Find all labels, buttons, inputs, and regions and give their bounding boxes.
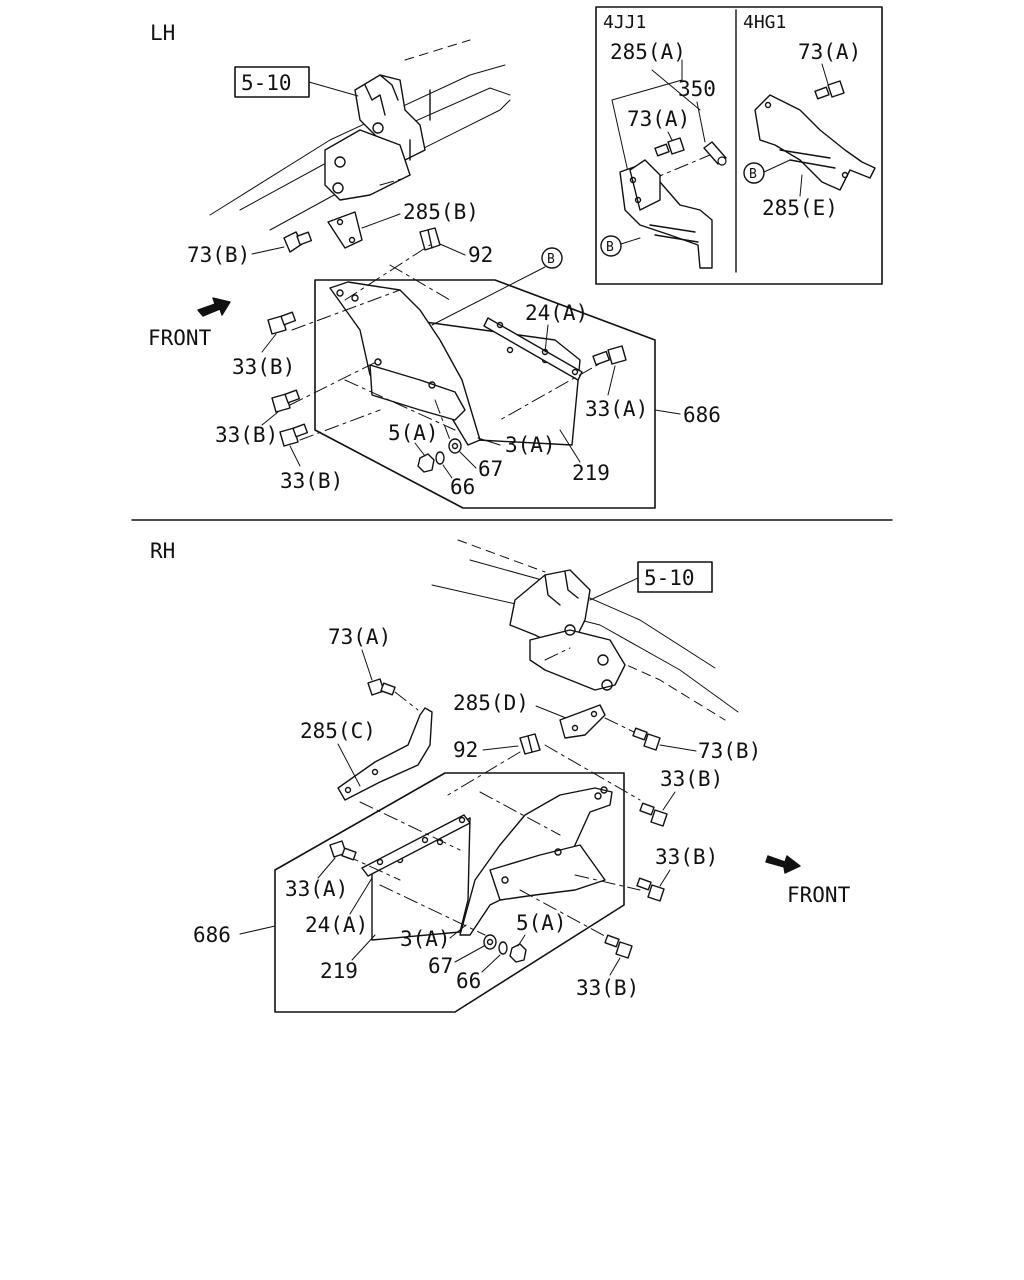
- label-5a-lh: 5(A): [388, 421, 439, 445]
- rh-ref-leader: [589, 577, 639, 601]
- label-66-rh: 66: [456, 969, 481, 993]
- inset-box: [595, 6, 883, 285]
- label-73b-lh: 73(B): [187, 243, 250, 267]
- rh-bolt-73a: [367, 678, 396, 696]
- lh-ref-box-text: 5-10: [241, 71, 292, 95]
- rh-ref-box: [637, 561, 713, 593]
- inset-callout-b-right: [743, 162, 765, 184]
- label-24a-rh: 24(A): [305, 913, 368, 937]
- rh-plate-285d: [559, 704, 606, 739]
- front-arrow-lh: [197, 297, 231, 317]
- lh-nut-5a: [417, 453, 435, 473]
- front-label-lh: FRONT: [148, 326, 212, 350]
- rh-washer-67: [483, 934, 497, 950]
- inset-bracket-4jj1: [619, 159, 713, 269]
- lh-bolt-33b-1: [267, 311, 297, 335]
- label-350: 350: [678, 77, 716, 101]
- label-33b-lh-2: 33(B): [215, 423, 278, 447]
- lh-callout-b-text: B: [547, 252, 555, 267]
- rh-bracket-assembly: [509, 569, 626, 691]
- rh-stay-24a: [361, 814, 471, 877]
- label-33a-rh: 33(A): [285, 877, 348, 901]
- lh-bolt-33a: [592, 345, 627, 366]
- rh-ref-box-text: 5-10: [644, 566, 695, 590]
- label-66-lh: 66: [450, 475, 475, 499]
- section-lh-title: LH: [150, 21, 175, 45]
- label-33a-lh: 33(A): [585, 397, 648, 421]
- inset-callout-b-left: [600, 235, 622, 257]
- label-285b-lh: 285(B): [403, 200, 479, 224]
- label-92-lh: 92: [468, 243, 493, 267]
- label-5a-rh: 5(A): [516, 911, 567, 935]
- lh-washer-67: [448, 438, 462, 454]
- front-arrow-rh: [765, 855, 801, 874]
- label-285d: 285(D): [453, 691, 529, 715]
- rh-bolt-33a: [329, 840, 357, 861]
- lh-assembly-box-686: [314, 279, 656, 509]
- label-73a-rh: 73(A): [328, 625, 391, 649]
- label-73b-rh: 73(B): [698, 739, 761, 763]
- label-686-rh: 686: [193, 923, 231, 947]
- label-219-rh: 219: [320, 959, 358, 983]
- label-67-rh: 67: [428, 954, 453, 978]
- label-3a-lh: 3(A): [505, 433, 556, 457]
- label-285c: 285(C): [300, 719, 376, 743]
- rh-bolt-33b-3: [604, 934, 633, 959]
- lh-bracket-3a: [329, 281, 481, 446]
- label-285e: 285(E): [762, 196, 838, 220]
- label-24a-lh: 24(A): [525, 301, 588, 325]
- front-label-rh: FRONT: [787, 883, 851, 907]
- label-92-rh: 92: [453, 738, 478, 762]
- label-686-lh: 686: [683, 403, 721, 427]
- rh-bracket-3a: [459, 786, 613, 936]
- label-33b-rh-1: 33(B): [660, 767, 723, 791]
- lh-ref-leader: [308, 81, 359, 97]
- lh-bolt-33b-3: [279, 423, 309, 447]
- inset-title-4jj1: 4JJ1: [603, 12, 646, 33]
- lh-washer-66: [435, 451, 445, 465]
- rh-bolt-73b: [632, 727, 661, 751]
- label-33b-rh-2: 33(B): [655, 845, 718, 869]
- inset-bolt-73a-right: [814, 80, 845, 100]
- rh-bolt-33b-1: [639, 802, 668, 827]
- label-285a: 285(A): [610, 40, 686, 64]
- label-3a-rh: 3(A): [400, 927, 451, 951]
- label-219-lh: 219: [572, 461, 610, 485]
- rh-mudflap-219: [371, 817, 471, 941]
- lh-bracket-assembly: [324, 74, 431, 201]
- lh-bolt-33b-2: [271, 389, 301, 413]
- rh-nut-5a: [509, 943, 527, 963]
- rh-clip-92: [519, 733, 541, 755]
- label-73a-inset-right: 73(A): [798, 40, 861, 64]
- inset-callout-b-right-text: B: [749, 167, 757, 182]
- inset-title-4hg1: 4HG1: [743, 12, 786, 33]
- rh-stay-285c: [337, 707, 433, 801]
- lh-callout-b: [541, 247, 563, 269]
- label-33b-lh-3: 33(B): [280, 469, 343, 493]
- inset-pin-350: [703, 141, 727, 166]
- label-67-lh: 67: [478, 457, 503, 481]
- inset-bolt-73a-left: [654, 137, 685, 157]
- rh-assembly-box-686: [274, 772, 625, 1013]
- lh-alignment-lines: [289, 244, 616, 441]
- section-rh-title: RH: [150, 539, 175, 563]
- lh-clip-92: [419, 227, 441, 251]
- inset-callout-b-left-text: B: [606, 240, 614, 255]
- lh-plate-285b: [327, 211, 363, 249]
- rh-bolt-33b-2: [636, 877, 665, 902]
- rh-washer-66: [498, 941, 508, 955]
- inset-bracket-4hg1: [754, 94, 876, 191]
- label-33b-lh-1: 33(B): [232, 355, 295, 379]
- lh-bolt-73b: [283, 231, 313, 253]
- label-73a-inset-left: 73(A): [627, 107, 690, 131]
- label-33b-rh-3: 33(B): [576, 976, 639, 1000]
